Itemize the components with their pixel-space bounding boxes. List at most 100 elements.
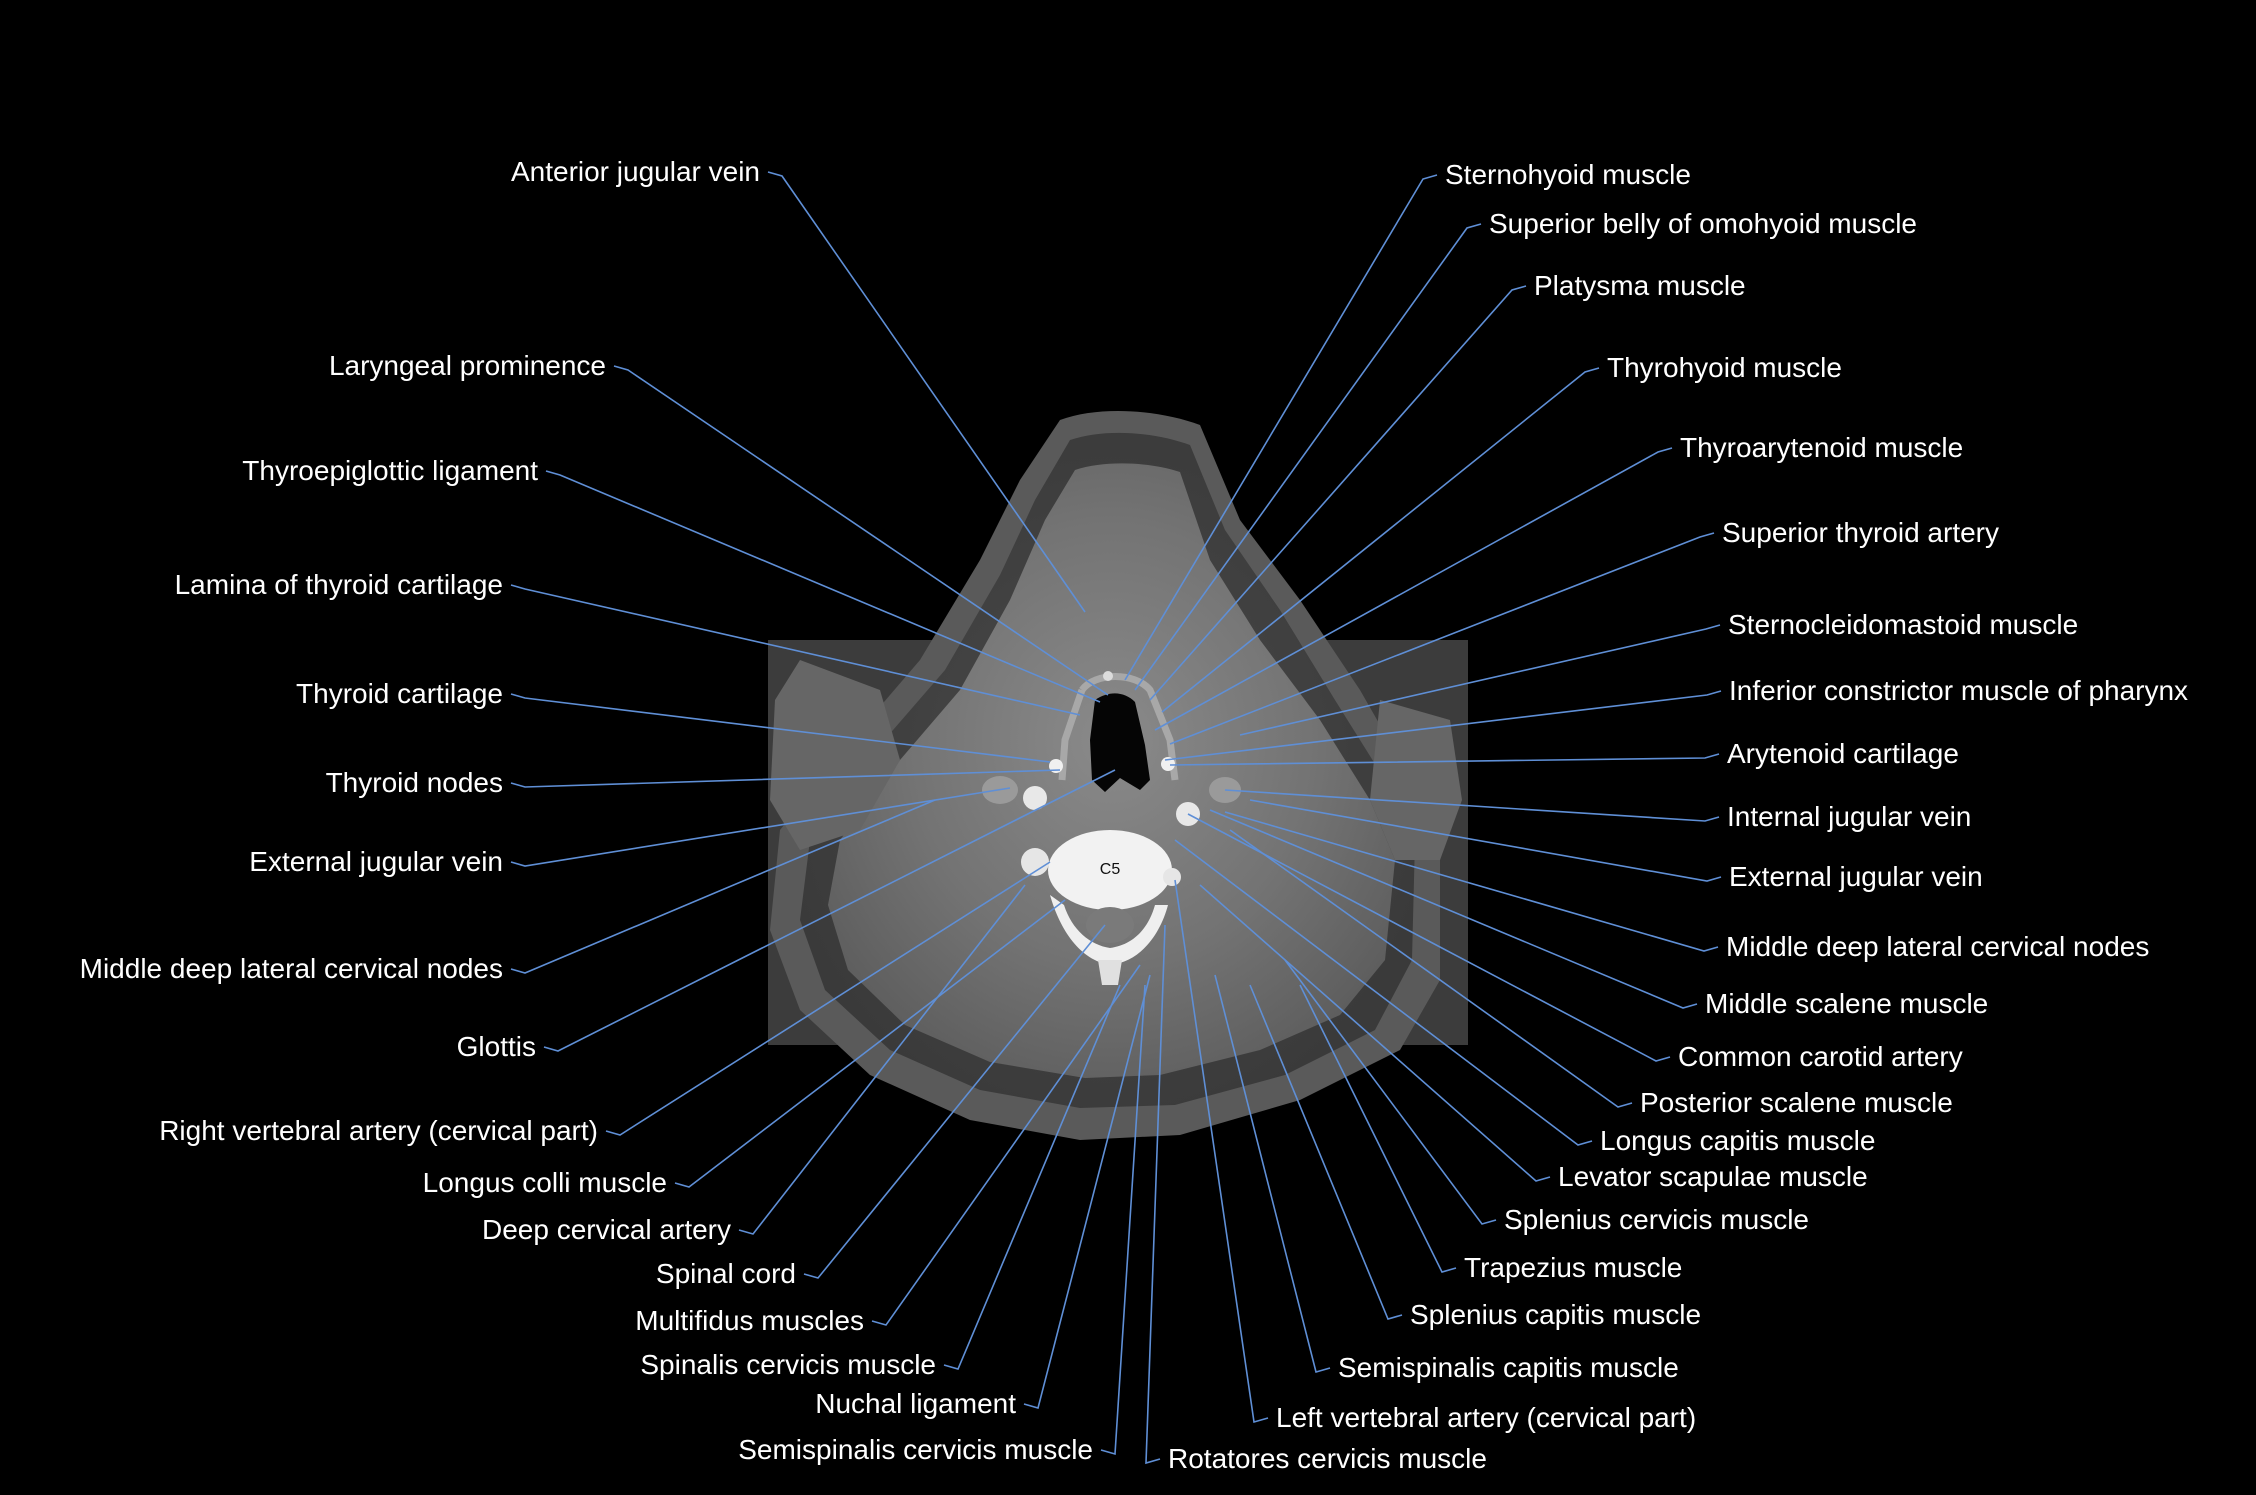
leader-line: [510, 584, 1081, 716]
structure-label: Splenius capitis muscle: [1410, 1299, 1701, 1330]
structure-label: Longus capitis muscle: [1600, 1125, 1875, 1156]
leader-line: [738, 884, 1026, 1235]
label-item-left: Semispinalis cervicis muscle: [738, 984, 1146, 1465]
right-lateral-tissue: [770, 660, 900, 850]
leader-line: [943, 984, 1121, 1370]
structure-label: External jugular vein: [249, 846, 503, 877]
label-item-right: Sternohyoid muscle: [1124, 159, 1691, 681]
structure-label: Multifidus muscles: [635, 1305, 864, 1336]
structure-label: Rotatores cervicis muscle: [1168, 1443, 1487, 1474]
label-item-right: Thyroarytenoid muscle: [1154, 432, 1963, 731]
leader-line: [803, 924, 1106, 1279]
structure-label: Sternocleidomastoid muscle: [1728, 609, 2078, 640]
thyroid-cartilage-left-lamina: [1058, 688, 1086, 781]
structure-label: Common carotid artery: [1678, 1041, 1963, 1072]
left-transverse-process: [1163, 868, 1181, 886]
label-item-left: Nuchal ligament: [815, 974, 1151, 1419]
label-item-left: Thyroid cartilage: [296, 678, 1051, 763]
structure-label: Posterior scalene muscle: [1640, 1087, 1953, 1118]
leader-line: [1145, 924, 1166, 1465]
leader-line: [1224, 789, 1720, 822]
label-item-right: Internal jugular vein: [1224, 789, 1971, 832]
label-item-right: Arytenoid cartilage: [1169, 738, 1959, 769]
leader-line: [605, 861, 1051, 1136]
left-lateral-tissue: [1370, 700, 1462, 860]
structure-label: Spinal cord: [656, 1258, 796, 1289]
ant-jugular-dot: [1103, 671, 1113, 681]
structure-label: Thyroepiglottic ligament: [242, 455, 538, 486]
vertebral-body: [1048, 830, 1172, 910]
structure-label: Middle deep lateral cervical nodes: [80, 953, 503, 984]
structure-label: Middle scalene muscle: [1705, 988, 1988, 1019]
right-carotid: [1023, 786, 1047, 810]
leader-line: [543, 769, 1116, 1052]
arytenoid-dot: [1161, 757, 1175, 771]
structure-label: Lamina of thyroid cartilage: [175, 569, 503, 600]
leader-line: [1149, 285, 1527, 701]
leader-line: [545, 470, 1101, 703]
structure-label: Left vertebral artery (cervical part): [1276, 1402, 1696, 1433]
label-item-left: Middle deep lateral cervical nodes: [80, 799, 936, 984]
structure-label: Spinalis cervicis muscle: [640, 1349, 936, 1380]
label-item-right: Inferior constrictor muscle of pharynx: [1164, 675, 2188, 761]
structure-label: External jugular vein: [1729, 861, 1983, 892]
leader-line: [1134, 223, 1482, 691]
label-item-right: Common carotid artery: [1187, 813, 1963, 1072]
leader-line: [1214, 974, 1331, 1373]
spinal-canal: [1086, 907, 1134, 943]
label-item-right: Posterior scalene muscle: [1229, 829, 1953, 1118]
label-item-right: Longus capitis muscle: [1174, 839, 1875, 1156]
structure-label: Arytenoid cartilage: [1727, 738, 1959, 769]
leader-line: [1239, 624, 1721, 736]
label-item-right: Left vertebral artery (cervical part): [1174, 879, 1696, 1433]
structure-label: Thyrohyoid muscle: [1607, 352, 1842, 383]
vertebra-level-label: C5: [1100, 861, 1121, 878]
structure-label: Nuchal ligament: [815, 1388, 1016, 1419]
structure-label: Longus colli muscle: [423, 1167, 667, 1198]
leader-line: [1023, 974, 1151, 1409]
label-item-left: Thyroid nodes: [326, 767, 1061, 798]
label-item-left: Lamina of thyroid cartilage: [175, 569, 1081, 716]
leader-line: [871, 964, 1141, 1326]
leader-line: [1124, 174, 1438, 681]
leader-line: [1209, 809, 1698, 1009]
label-item-left: Glottis: [457, 769, 1116, 1062]
label-item-right: Thyrohyoid muscle: [1161, 352, 1842, 713]
structure-label: Sternohyoid muscle: [1445, 159, 1691, 190]
leader-line: [1174, 879, 1269, 1424]
leader-line: [1154, 447, 1673, 731]
label-item-right: Trapezius muscle: [1299, 984, 1682, 1283]
structure-label: Middle deep lateral cervical nodes: [1726, 931, 2149, 962]
right-transverse-process: [1021, 848, 1049, 876]
label-item-left: Multifidus muscles: [635, 964, 1141, 1336]
label-item-left: Spinalis cervicis muscle: [640, 984, 1121, 1380]
leader-line: [1249, 984, 1403, 1320]
leader-line: [1284, 959, 1497, 1225]
leader-line: [1100, 984, 1146, 1456]
leader-line: [1161, 367, 1600, 713]
structure-label: Superior thyroid artery: [1722, 517, 1999, 548]
leader-line: [613, 365, 1109, 696]
label-item-right: Middle scalene muscle: [1209, 809, 1988, 1019]
leader-line: [1299, 984, 1457, 1273]
leader-line: [1164, 690, 1722, 761]
label-item-right: Superior belly of omohyoid muscle: [1134, 208, 1917, 691]
label-item-right: Splenius cervicis muscle: [1284, 959, 1809, 1235]
leader-line: [510, 787, 1011, 867]
leader-line: [510, 799, 936, 974]
leader-line: [510, 769, 1061, 788]
label-item-left: Laryngeal prominence: [329, 350, 1109, 696]
structure-label: Thyroid cartilage: [296, 678, 503, 709]
structure-label: Anterior jugular vein: [511, 156, 760, 187]
structure-label: Platysma muscle: [1534, 270, 1746, 301]
airway: [1090, 693, 1150, 792]
label-item-left: Anterior jugular vein: [511, 156, 1086, 613]
structure-label: Thyroid nodes: [326, 767, 503, 798]
label-item-right: Rotatores cervicis muscle: [1145, 924, 1487, 1474]
label-item-right: Levator scapulae muscle: [1199, 884, 1868, 1192]
structure-label: Splenius cervicis muscle: [1504, 1204, 1809, 1235]
structure-label: Laryngeal prominence: [329, 350, 606, 381]
